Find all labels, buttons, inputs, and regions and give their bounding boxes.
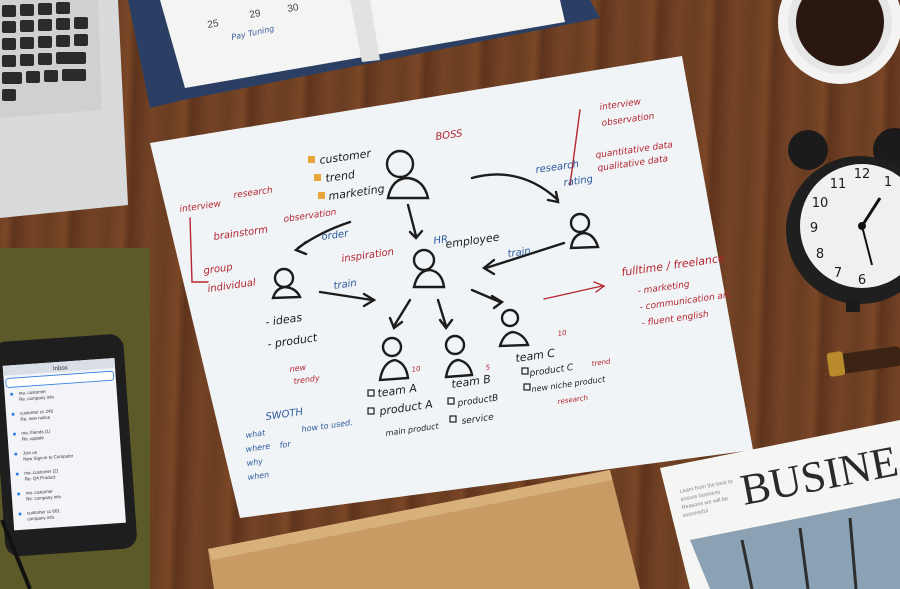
phone-mail-subject: company info [27, 515, 55, 522]
phone-mail-from[interactable]: Join us [23, 450, 38, 456]
alarm-clock: 12 1 2 6 7 8 9 10 11 [786, 128, 900, 312]
team-a-label: team A [377, 382, 418, 400]
coffee-cup [778, 0, 900, 84]
phone-mail-subject: Re: update [22, 435, 45, 442]
team-a-person-icon [378, 336, 410, 382]
smartphone: Inbox ma..customer Re: company info cust… [0, 248, 150, 589]
phone-mail-subject: Re: company info [19, 394, 55, 401]
newspaper-blurb: successful [682, 508, 708, 519]
team-c-label: team C [515, 347, 556, 365]
boss-label: BOSS [435, 128, 464, 143]
left-person-note: - ideas [265, 311, 303, 329]
notebook-date: 29 [249, 8, 262, 21]
phone-mail-subject: Re: Q4 Product [24, 474, 56, 481]
team-b-label: team B [451, 373, 492, 391]
notebook-date: 25 [207, 18, 220, 31]
notebook: 25 29 30 Pay Tuning [128, 0, 600, 108]
clock-numeral: 12 [854, 167, 871, 182]
clock-numeral: 7 [834, 266, 842, 281]
phone-mail-subject: New Sign-in to Computer [23, 453, 74, 462]
new-trendy-note: trendy [293, 373, 320, 386]
phone-search-input[interactable] [5, 370, 115, 388]
team-c-score: 10 [557, 329, 567, 338]
employee-person-icon [412, 248, 446, 289]
left-person-icon [271, 267, 302, 300]
clock-numeral: 10 [812, 196, 829, 211]
team-c-note: trend [591, 357, 611, 368]
kraft-folder [208, 470, 640, 589]
phone-mail-from[interactable]: ma..customer [25, 489, 53, 496]
boss-item: trend [325, 168, 357, 185]
team-b-item: service [461, 413, 495, 427]
train-label: train [333, 278, 358, 292]
order-label: order [321, 228, 350, 243]
newspaper: BUSINE Learn from the best to ensure bus… [660, 420, 900, 589]
new-trendy-note: new [289, 363, 307, 374]
phone-inbox-header: Inbox [53, 365, 68, 372]
boss-person-icon [385, 149, 430, 200]
swoth-item: when [247, 470, 270, 482]
phone-mail-from[interactable]: ma..customer (2) [24, 468, 59, 475]
phone-mail-subject: Re: company info [26, 494, 62, 501]
clock-numeral: 6 [858, 273, 866, 288]
phone-mail-from[interactable]: ma..customer [18, 389, 46, 396]
phone-mail-from[interactable]: customer cc 249 [20, 408, 54, 415]
laptop [0, 0, 128, 218]
right-person-icon [569, 212, 600, 250]
clock-numeral: 9 [810, 221, 818, 236]
phone-mail-from[interactable]: ma..friends (1) [21, 429, 51, 436]
clock-numeral: 11 [830, 177, 847, 192]
phone-mail-subject: Re: new notice [20, 415, 51, 422]
swoth-for: for [279, 439, 292, 450]
swoth-title: SWOTH [265, 407, 304, 423]
team-b-person-icon [444, 334, 474, 379]
phone-screen [2, 358, 126, 531]
swoth-item: why [246, 457, 264, 468]
swoth-item: what [245, 428, 267, 440]
notebook-date: 30 [287, 2, 300, 15]
hr-tag: HR [433, 234, 449, 247]
team-a-score: 10 [411, 365, 421, 374]
clock-numeral: 8 [816, 247, 824, 262]
swoth-item: where [245, 442, 271, 454]
team-b-score: 5 [485, 363, 491, 372]
sketch-paper: customer trend marketing employee - idea… [150, 56, 753, 518]
rating-label: rating [563, 174, 594, 189]
train-label: train [507, 246, 532, 260]
phone-mail-from[interactable]: customer cc 601 [27, 508, 61, 515]
clock-numeral: 1 [884, 175, 892, 190]
wax-seal-stamp [826, 346, 900, 377]
team-c-person-icon [498, 308, 530, 348]
left-note: group [203, 262, 234, 277]
laptop-keyboard [2, 2, 88, 101]
